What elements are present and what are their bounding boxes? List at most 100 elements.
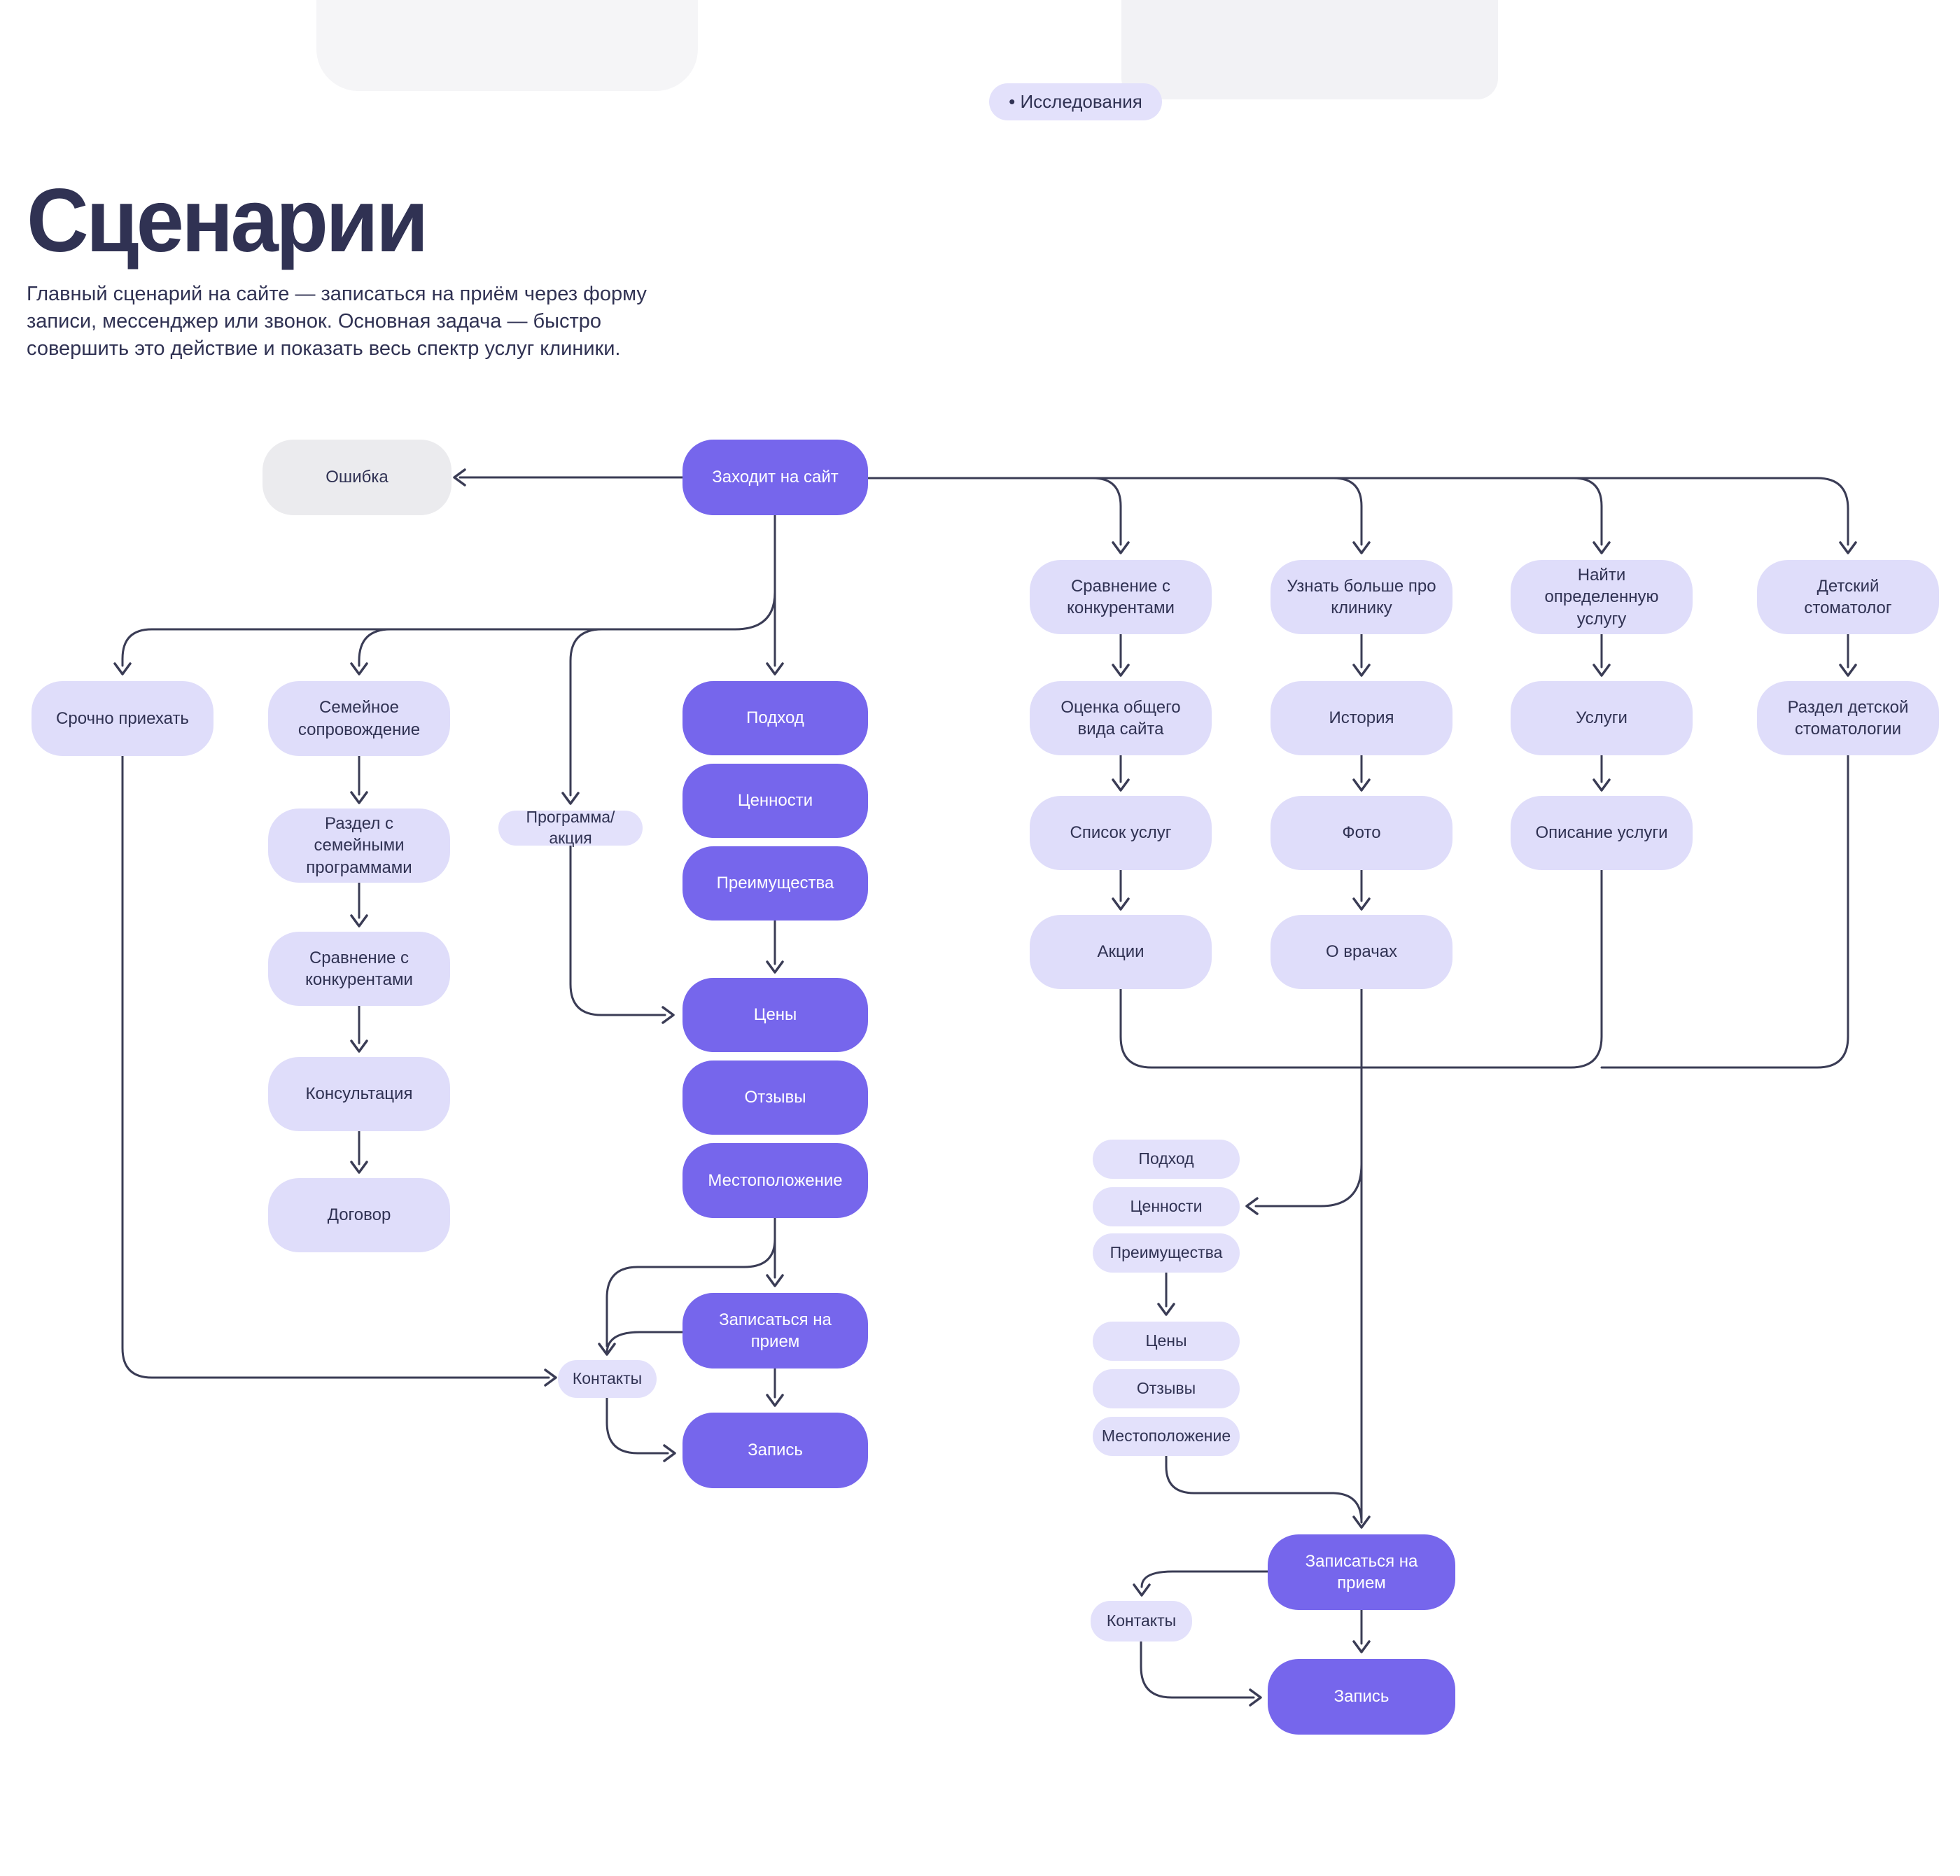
node-label: Сравнение с конкурентами <box>305 948 413 989</box>
arrowhead-icon <box>1352 664 1371 677</box>
node-label: Раздел с семейными программами <box>306 814 412 877</box>
node-label: Семейное сопровождение <box>298 698 421 739</box>
page-description: Главный сценарий на сайте — записаться н… <box>27 283 647 360</box>
node-label: Описание услуги <box>1535 823 1668 843</box>
node-service-description: Описание услуги <box>1511 796 1693 870</box>
node-label: Преимущества <box>716 874 834 893</box>
node-program-promo: Программа/акция <box>498 808 643 847</box>
arrowhead-icon <box>598 1343 616 1356</box>
arrowhead-icon <box>1352 1516 1371 1529</box>
node-kids-section: Раздел детской стоматологии <box>1757 681 1939 755</box>
node-label: Запись <box>1334 1687 1390 1707</box>
arrowhead-icon <box>1592 664 1611 677</box>
arrowhead-icon <box>1157 1303 1175 1316</box>
arrowhead-icon <box>544 1368 557 1387</box>
node-history: История <box>1270 681 1452 755</box>
flow-connector-line <box>1091 477 1122 546</box>
arrowhead-icon <box>1592 541 1611 554</box>
flow-connector-line <box>1332 477 1363 546</box>
node-prices-alt: Цены <box>1093 1322 1240 1361</box>
node-family-programs-section: Раздел с семейными программами <box>268 808 450 883</box>
arrowhead-icon <box>1112 897 1130 911</box>
node-label: Контакты <box>1106 1611 1177 1630</box>
arrowhead-icon <box>453 468 466 486</box>
arrowhead-icon <box>1112 541 1130 554</box>
arrowhead-icon <box>1592 778 1611 792</box>
node-label: Записаться на прием <box>1305 1551 1418 1592</box>
arrowhead-icon <box>350 791 368 804</box>
arrowhead-icon <box>1839 664 1857 677</box>
arrowhead-icon <box>663 1444 676 1462</box>
flow-connector-line <box>606 1238 776 1348</box>
node-label: Подход <box>1138 1149 1194 1168</box>
node-label: Договор <box>327 1205 391 1225</box>
node-values-alt: Ценности <box>1093 1187 1240 1226</box>
arrowhead-icon <box>113 662 132 676</box>
node-approach-main: Подход <box>682 681 868 755</box>
arrowhead-icon <box>1839 541 1857 554</box>
node-book-appointment-main: Записаться на прием <box>682 1293 868 1368</box>
node-label: Услуги <box>1576 708 1628 728</box>
flow-connector-line <box>358 628 392 667</box>
node-label: Отзывы <box>1136 1379 1196 1398</box>
node-label: Сравнение с конкурентами <box>1067 576 1175 617</box>
node-label: Узнать больше про клинику <box>1287 576 1436 617</box>
node-label: Заходит на сайт <box>712 468 839 487</box>
node-label: Записаться на прием <box>719 1310 832 1351</box>
node-label: Преимущества <box>1110 1243 1223 1262</box>
node-label: Ценности <box>737 791 813 811</box>
arrowhead-icon <box>766 960 784 974</box>
node-label: История <box>1329 708 1394 728</box>
node-reviews-main: Отзывы <box>682 1060 868 1135</box>
node-label: Раздел детской стоматологии <box>1787 697 1909 738</box>
node-label: Местоположение <box>708 1170 843 1190</box>
flow-connector-line <box>1140 1570 1269 1588</box>
arrowhead-icon <box>1352 1640 1371 1653</box>
node-contacts-main: Контакты <box>558 1360 657 1398</box>
page-title: Сценарии <box>27 170 428 271</box>
flow-connector-line <box>1600 754 1849 1069</box>
node-booking-main: Запись <box>682 1413 868 1488</box>
flow-connector-line <box>569 844 666 1016</box>
node-label: Консультация <box>305 1084 413 1104</box>
flow-connector-line <box>121 591 776 667</box>
node-site-overview: Оценка общего вида сайта <box>1030 681 1212 755</box>
flow-connector-line <box>1140 1640 1255 1699</box>
node-label: Ценности <box>1130 1197 1203 1216</box>
node-consultation: Консультация <box>268 1057 450 1131</box>
arrowhead-icon <box>1112 778 1130 792</box>
node-advantages-alt: Преимущества <box>1093 1233 1240 1273</box>
node-urgent-visit: Срочно приехать <box>31 681 214 756</box>
flow-connector-line <box>1254 1163 1363 1208</box>
flow-connector-line <box>569 628 603 797</box>
node-promos: Акции <box>1030 915 1212 989</box>
node-label: Фото <box>1342 823 1381 843</box>
node-services-list: Список услуг <box>1030 796 1212 870</box>
node-label: Отзывы <box>744 1088 806 1107</box>
node-about-doctors: О врачах <box>1270 915 1452 989</box>
arrowhead-icon <box>350 1161 368 1174</box>
arrowhead-icon <box>1352 778 1371 792</box>
arrowhead-icon <box>561 792 580 805</box>
node-reviews-alt: Отзывы <box>1093 1369 1240 1408</box>
top-decoration-left <box>316 0 698 91</box>
node-family-support: Семейное сопровождение <box>268 681 450 756</box>
node-compare-competitors-branch: Сравнение с конкурентами <box>1030 560 1212 634</box>
node-location-alt: Местоположение <box>1093 1417 1240 1456</box>
node-label: Запись <box>748 1441 803 1460</box>
node-label: Детский стоматолог <box>1804 576 1892 617</box>
flow-connector-line <box>606 1396 669 1455</box>
arrowhead-icon <box>350 662 368 676</box>
flow-connector-line <box>1360 869 1603 1069</box>
node-label: Оценка общего вида сайта <box>1060 697 1181 738</box>
node-label: Местоположение <box>1101 1427 1231 1446</box>
arrowhead-icon <box>1352 541 1371 554</box>
node-photo: Фото <box>1270 796 1452 870</box>
node-label: Найти определенную услугу <box>1544 566 1659 629</box>
node-services: Услуги <box>1511 681 1693 755</box>
node-contacts-alt: Контакты <box>1091 1601 1192 1642</box>
flow-connector-line <box>1119 988 1363 1069</box>
node-error: Ошибка <box>262 440 451 515</box>
node-label: Срочно приехать <box>56 708 189 728</box>
